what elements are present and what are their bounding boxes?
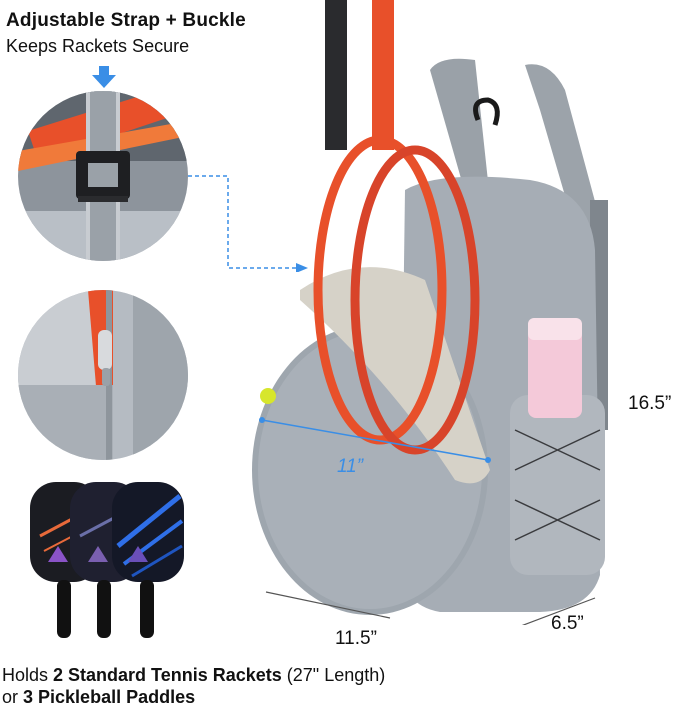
headline-title: Adjustable Strap + Buckle xyxy=(6,10,246,31)
pickleball-paddles-image xyxy=(30,482,184,638)
headline-subtitle: Keeps Rackets Secure xyxy=(6,36,190,56)
caption-line1-post: (27" Length) xyxy=(281,665,386,685)
callout-connector-line xyxy=(188,175,308,272)
tennis-backpack-photo xyxy=(252,0,608,625)
paddle-3 xyxy=(112,482,184,638)
caption-line2-pre: or xyxy=(2,687,24,707)
caption-line1-pre: Holds xyxy=(2,665,54,685)
pocket-width-label: 11” xyxy=(337,456,364,477)
height-dimension-label: 16.5” xyxy=(628,393,672,414)
caption-line2-bold: 3 Pickleball Paddles xyxy=(23,687,196,707)
zipper-detail-photo xyxy=(18,290,188,460)
caption-line1-bold: 2 Standard Tennis Rackets xyxy=(53,665,282,685)
down-arrow-icon xyxy=(92,66,116,88)
capacity-caption: Holds 2 Standard Tennis Rackets (27" Len… xyxy=(2,664,472,708)
strap-buckle-detail-photo xyxy=(18,91,188,261)
depth-dimension-label: 6.5” xyxy=(551,613,584,634)
width-dimension-label: 11.5” xyxy=(335,628,377,649)
